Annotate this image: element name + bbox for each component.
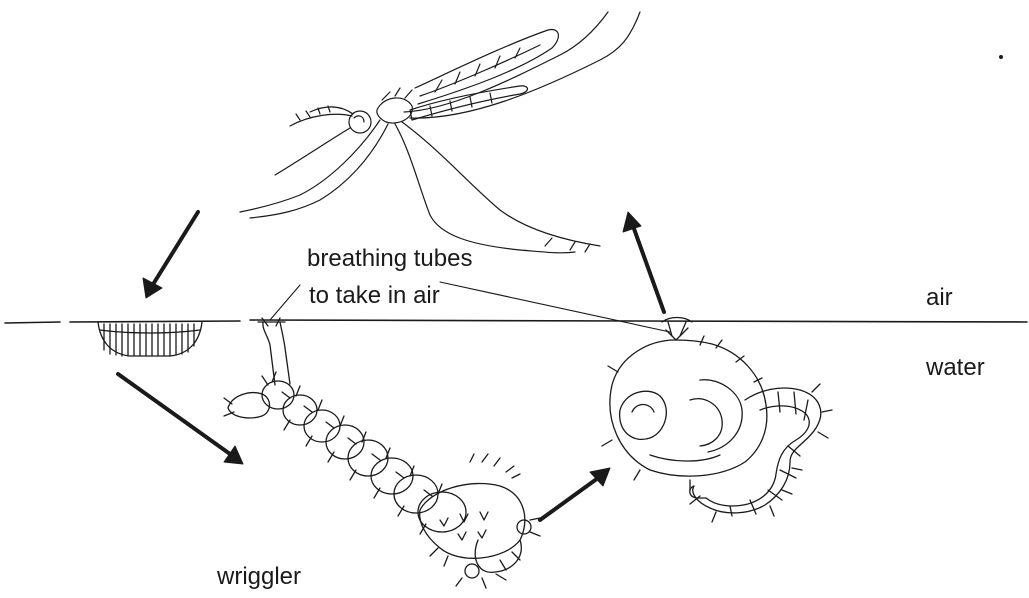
arrow-eggs-to-larva-head: [224, 446, 243, 464]
arrow-adult-to-eggs-head: [143, 278, 162, 298]
leader-line-pupa: [440, 282, 670, 332]
arrow-pupa-to-adult-head: [623, 212, 641, 232]
speck: [999, 55, 1003, 59]
adult-mosquito-icon: [240, 12, 640, 253]
wriggler-label: wriggler: [217, 565, 301, 589]
breathing-tubes-label: breathing tubes: [307, 247, 472, 271]
egg-raft-icon: [98, 322, 202, 356]
arrow-pupa-to-adult: [633, 226, 664, 312]
pupa-icon: [602, 318, 832, 523]
breathing-tubes-sublabel: to take in air: [309, 284, 440, 308]
larva-icon: [224, 318, 540, 588]
water-label: water: [926, 356, 985, 380]
air-label: air: [926, 286, 953, 310]
arrow-adult-to-eggs: [152, 212, 198, 286]
water-surface-line: [5, 320, 1027, 323]
arrow-eggs-to-larva: [118, 374, 230, 454]
arrow-larva-to-pupa: [540, 478, 598, 520]
leader-line-larva: [270, 285, 300, 320]
